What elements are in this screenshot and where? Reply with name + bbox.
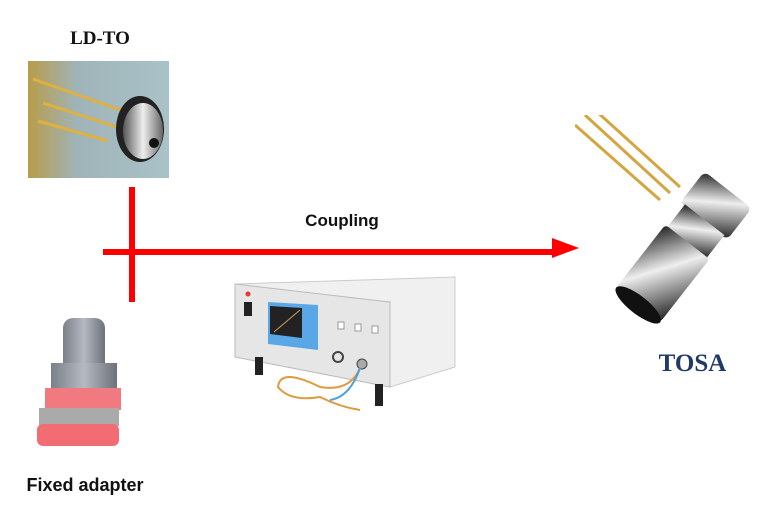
tosa-label: TOSA: [658, 350, 727, 377]
tosa-photo: [575, 115, 750, 324]
fixed-adapter-label: Fixed adapter: [26, 475, 144, 495]
coupling-instrument-photo: [234, 276, 456, 411]
coupling-label: Coupling: [305, 211, 379, 230]
ld-to-photo: [28, 61, 169, 178]
ld-to-label: LD-TO: [70, 28, 130, 49]
fixed-adapter-photo: [37, 318, 121, 446]
arrowhead-icon: [552, 238, 579, 258]
